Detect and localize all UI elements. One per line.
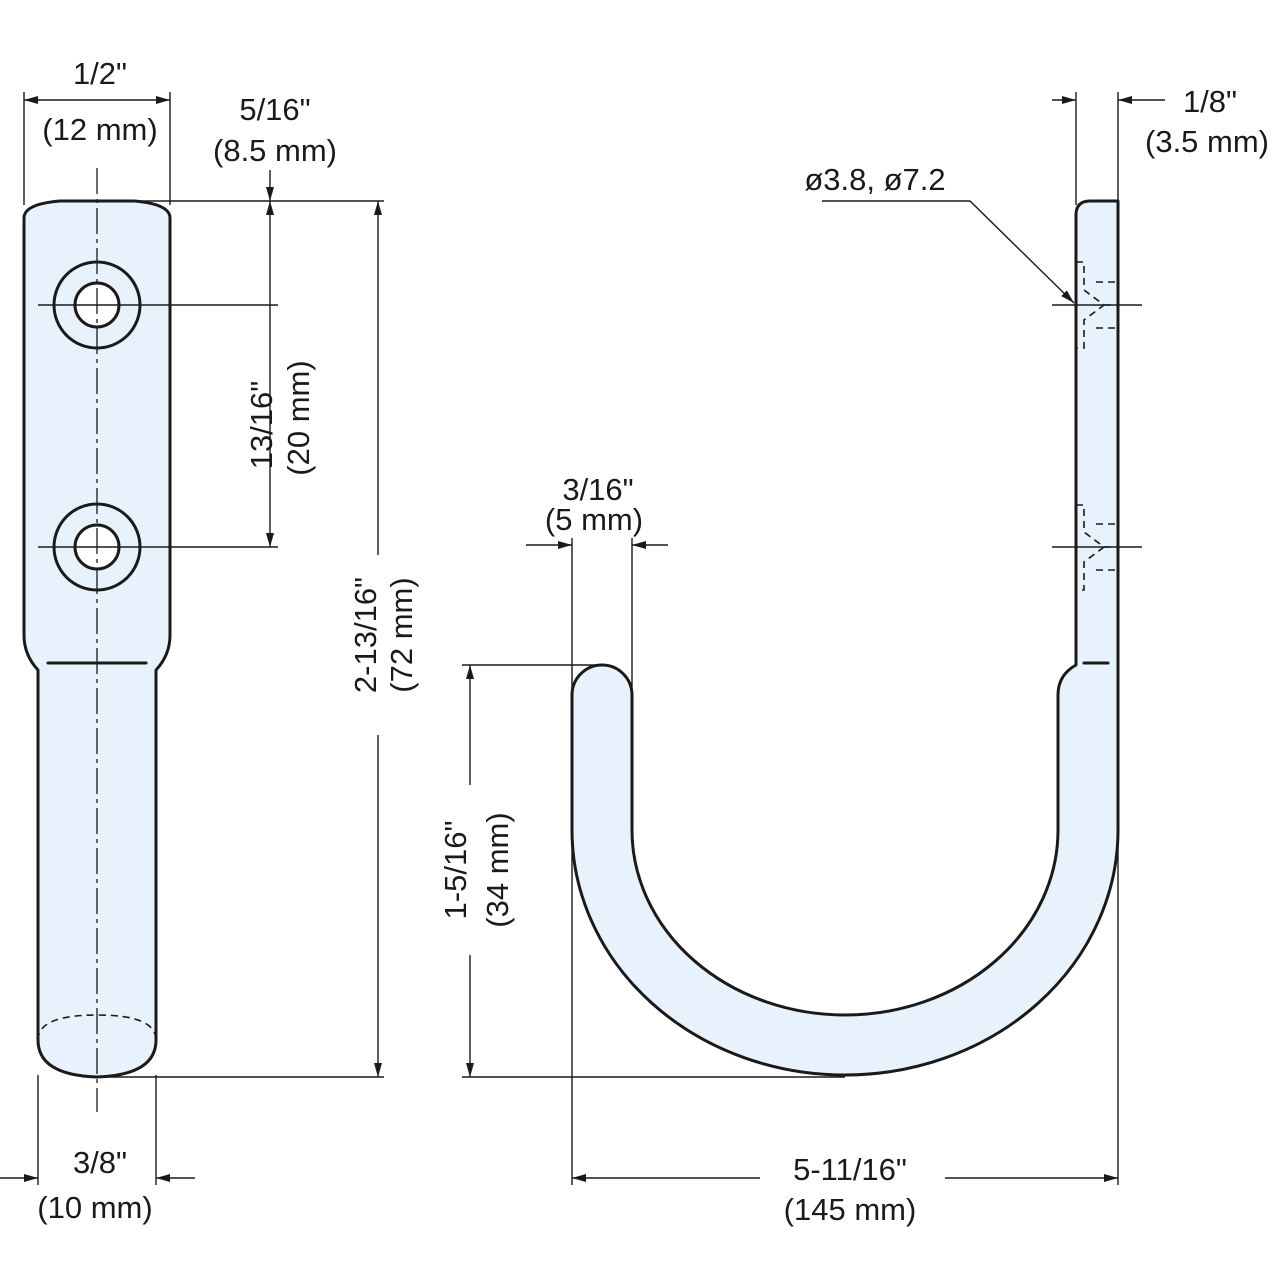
label-projection-in: 5-11/16" [793,1152,907,1187]
label-projection-mm: (145 mm) [784,1192,917,1227]
label-hole-pitch-mm: (20 mm) [281,360,316,475]
label-hole-pitch-in: 13/16" [244,381,279,470]
label-tip-width-mm: (5 mm) [545,502,643,537]
label-plate-thickness-mm: (3.5 mm) [1145,124,1269,159]
label-overall-height-mm: (72 mm) [384,577,419,692]
rod-end-hidden-edge [37,1014,157,1041]
label-width-top-mm: (12 mm) [42,112,157,147]
label-hook-depth-in: 1-5/16" [438,821,473,920]
label-top-to-hole-mm: (8.5 mm) [213,133,337,168]
side-view [462,92,1165,1185]
label-plate-thickness-in: 1/8" [1183,84,1237,119]
label-overall-height-in: 2-13/16" [348,577,383,693]
label-hook-depth-mm: (34 mm) [480,812,515,927]
label-tip-width-in: 3/16" [562,472,633,507]
front-view [0,92,384,1185]
label-rod-width-in: 3/8" [73,1145,127,1180]
label-width-top-in: 1/2" [73,56,127,91]
label-hole-diameters: ø3.8, ø7.2 [804,162,945,197]
hook-body [570,199,1120,1077]
hole-diameter-leader [822,200,1075,304]
label-rod-width-mm: (10 mm) [37,1190,152,1225]
dimension-labels: 1/2" (12 mm) 5/16" (8.5 mm) 13/16" (20 m… [37,56,1269,1227]
label-top-to-hole-in: 5/16" [239,92,310,127]
